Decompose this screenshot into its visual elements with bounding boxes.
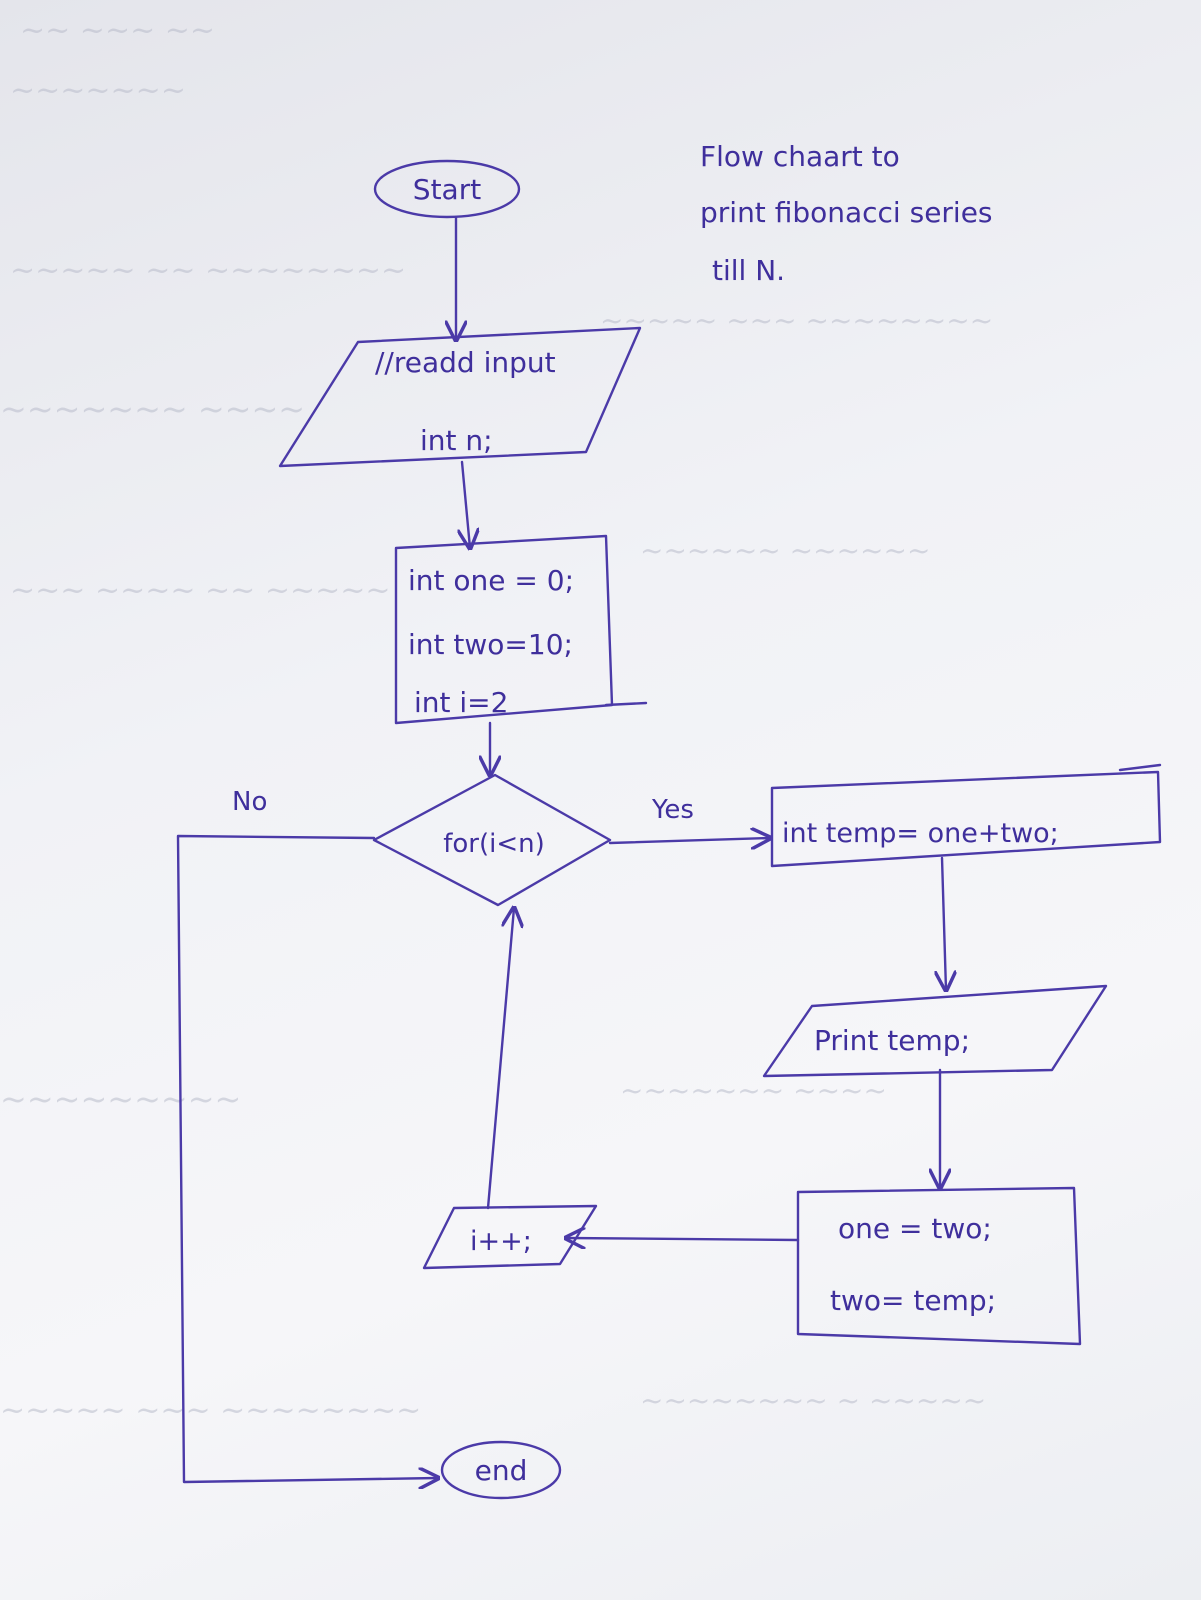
- svg-text:~~~~~~~ ~~~~: ~~~~~~~ ~~~~: [620, 1074, 887, 1107]
- init-tail-stroke: [604, 701, 648, 707]
- swap-box: one = two; two= temp;: [796, 1186, 1082, 1346]
- temp-rectangle: [770, 770, 1162, 868]
- bleed-through-scribbles: ~~ ~~~ ~~ ~~~~~~~ ~~~~~ ~~ ~~~~~~~~ ~~~~…: [0, 13, 993, 1428]
- svg-text:~~~~~~~~~: ~~~~~~~~~: [0, 1080, 241, 1118]
- init-line: int i=2: [414, 686, 508, 719]
- end-terminal: end: [440, 1440, 562, 1500]
- print-parallelogram: [762, 984, 1108, 1078]
- decision-label: for(i<n): [443, 829, 545, 859]
- increment-parallelogram: [422, 1204, 598, 1270]
- print-box: Print temp;: [762, 984, 1108, 1078]
- swap-line: one = two;: [838, 1212, 992, 1245]
- title-line: print fibonacci series: [700, 196, 993, 229]
- start-oval: [373, 159, 521, 219]
- init-box: int one = 0; int two=10; int i=2: [394, 534, 648, 725]
- swap-rectangle: [796, 1186, 1082, 1346]
- svg-text:~~~~~ ~~~ ~~~~~~~~: ~~~~~ ~~~ ~~~~~~~~: [600, 304, 993, 337]
- input-line: //readd input: [375, 346, 556, 379]
- arrow-input-to-init: [462, 460, 470, 548]
- svg-text:~~ ~~~ ~~: ~~ ~~~ ~~: [20, 13, 215, 48]
- arrow-swap-to-increment: [566, 1238, 800, 1240]
- start-terminal: Start: [373, 159, 521, 219]
- arrow-increment-to-decision: [486, 908, 514, 1210]
- title-line: till N.: [712, 254, 785, 287]
- increment-label: i++;: [470, 1226, 532, 1257]
- temp-box: int temp= one+two;: [770, 763, 1162, 868]
- start-label: Start: [413, 173, 481, 206]
- input-line: int n;: [420, 424, 493, 457]
- title-line: Flow chaart to: [700, 140, 900, 173]
- svg-text:~~~~~ ~~~ ~~~~~~~~: ~~~~~ ~~~ ~~~~~~~~: [0, 1393, 421, 1428]
- svg-text:~~~~~~~~ ~ ~~~~~: ~~~~~~~~ ~ ~~~~~: [640, 1384, 986, 1417]
- input-box: //readd input int n;: [278, 326, 642, 468]
- decision-node: for(i<n): [372, 773, 612, 907]
- arrow-no-to-end: [176, 834, 438, 1482]
- temp-corner-stroke: [1118, 763, 1162, 772]
- init-line: int one = 0;: [408, 564, 574, 597]
- print-label: Print temp;: [814, 1024, 970, 1057]
- svg-text:~~~~~~ ~~~~~~: ~~~~~~ ~~~~~~: [640, 534, 930, 567]
- svg-text:~~~~~~~: ~~~~~~~: [10, 73, 186, 108]
- end-label: end: [475, 1454, 528, 1487]
- svg-text:~~~ ~~~~ ~~ ~~~~~: ~~~ ~~~~ ~~ ~~~~~: [10, 573, 391, 608]
- svg-text:~~~~~~~ ~~~~: ~~~~~~~ ~~~~: [0, 390, 305, 428]
- input-parallelogram: [278, 326, 642, 468]
- swap-line: two= temp;: [830, 1284, 996, 1317]
- init-line: int two=10;: [408, 628, 573, 661]
- no-label: No: [232, 787, 267, 817]
- temp-label: int temp= one+two;: [782, 818, 1059, 849]
- svg-text:~~~~~ ~~ ~~~~~~~~: ~~~~~ ~~ ~~~~~~~~: [10, 253, 406, 288]
- increment-box: i++;: [422, 1204, 598, 1270]
- arrow-temp-to-print: [942, 856, 946, 990]
- title-note: Flow chaart to print fibonacci series ti…: [700, 140, 993, 287]
- arrow-yes-to-temp: [608, 838, 770, 843]
- end-oval: [440, 1440, 562, 1500]
- yes-label: Yes: [651, 795, 694, 825]
- decision-diamond: [372, 773, 612, 907]
